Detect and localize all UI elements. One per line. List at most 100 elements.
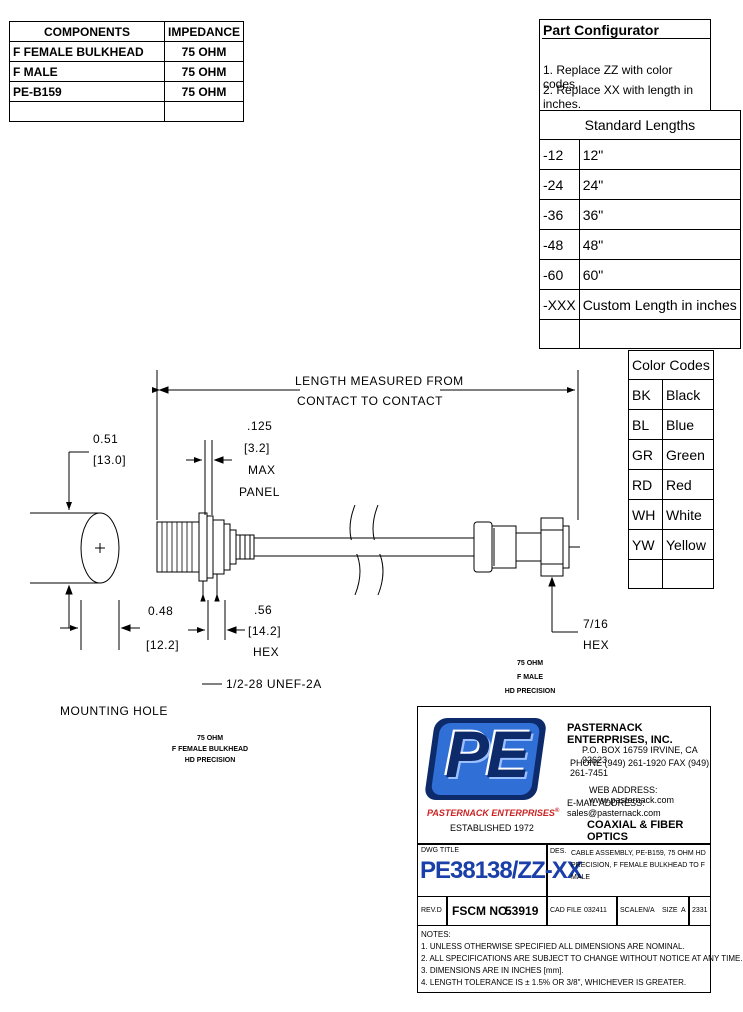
color-name: Blue: [662, 409, 714, 440]
dim-12-2: [12.2]: [146, 638, 180, 652]
rev-label: REV.D: [421, 907, 442, 914]
dim-3-2: [3.2]: [244, 441, 270, 455]
table-row: [9, 101, 245, 122]
dwg-title-label: DWG TITLE: [421, 847, 459, 854]
des-label: DES.: [550, 848, 567, 855]
color-name: White: [662, 499, 714, 530]
hex-nut: [540, 517, 564, 577]
length-label-2: CONTACT TO CONTACT: [297, 394, 443, 408]
cad-file: 032411: [584, 907, 607, 914]
cable-assembly-drawing: [30, 370, 580, 685]
logo-banner-text: PASTERNACK ENTERPRISES: [427, 808, 555, 818]
color-code: WH: [628, 499, 663, 530]
company-name: PASTERNACK ENTERPRISES, INC.: [567, 722, 673, 746]
notes: NOTES: 1. UNLESS OTHERWISE SPECIFIED ALL…: [421, 929, 743, 989]
color-name: Red: [662, 469, 714, 500]
length-code: -XXX: [539, 289, 580, 320]
right-label-line: F MALE: [516, 674, 544, 681]
left-label-line: HD PRECISION: [184, 757, 236, 764]
dim-panel: PANEL: [239, 485, 280, 499]
dim-0-48: 0.48: [148, 604, 174, 618]
color-code: BK: [628, 379, 663, 410]
logo-letters: PE: [445, 717, 530, 791]
instruction-1: 1. Replace ZZ with color codes.: [543, 63, 673, 91]
established: ESTABLISHED 1972: [450, 823, 534, 833]
part-configurator: Part Configurator 1. Replace ZZ with col…: [539, 19, 711, 111]
scale-label: SCALE: [620, 907, 643, 914]
right-label-line: HD PRECISION: [504, 688, 556, 695]
table-row: [628, 559, 714, 589]
note-item: 4. LENGTH TOLERANCE IS ± 1.5% OR 3/8", W…: [421, 978, 687, 987]
thread-spec: 1/2-28 UNEF-2A: [226, 677, 322, 691]
right-connector-label: 75 OHM F MALE HD PRECISION: [480, 657, 580, 699]
mounting-hole-label: MOUNTING HOLE: [60, 704, 168, 718]
description: CABLE ASSEMBLY, PE-B159, 75 OHM HD PRECI…: [571, 850, 706, 881]
logo-banner: PASTERNACK ENTERPRISES®: [427, 808, 559, 818]
color-code: YW: [628, 529, 663, 560]
color-code: BL: [628, 409, 663, 440]
web-address: WEB ADDRESS: www.pasternack.com: [589, 785, 675, 805]
dim-hex-2: HEX: [583, 638, 610, 652]
left-connector-label: 75 OHM F FEMALE BULKHEAD HD PRECISION: [150, 733, 270, 766]
color-code: RD: [628, 469, 663, 500]
note-item: 2. ALL SPECIFICATIONS ARE SUBJECT TO CHA…: [421, 954, 743, 963]
dim-125: .125: [247, 419, 273, 433]
length-label-1: LENGTH MEASURED FROM: [295, 374, 464, 388]
length-value: 60": [578, 259, 741, 290]
dim-hex: HEX: [253, 645, 280, 659]
dim-13-0: [13.0]: [93, 453, 127, 467]
registered-mark: ®: [554, 808, 560, 814]
notes-title: NOTES:: [421, 930, 451, 939]
length-value: 36": [578, 199, 741, 230]
instruction-2: 2. Replace XX with length in inches.: [543, 83, 694, 111]
sheet-number: 2331: [692, 907, 708, 914]
color-name: Green: [662, 439, 714, 470]
dim-56: .56: [254, 603, 273, 617]
note-item: 1. UNLESS OTHERWISE SPECIFIED ALL DIMENS…: [421, 942, 685, 951]
configurator-title: Part Configurator: [543, 22, 659, 38]
lengths-title: Standard Lengths: [539, 110, 741, 140]
length-value: Custom Length in inches: [578, 289, 741, 320]
bulkhead-threaded-body: [156, 521, 200, 573]
impedance-cell: 75 OHM: [163, 61, 245, 82]
scale-value: N/A: [643, 907, 655, 914]
left-label-line: F FEMALE BULKHEAD: [171, 746, 249, 753]
pe-logo-icon: [425, 718, 546, 816]
dwg-title: PE38138/ZZ-XX: [420, 857, 583, 884]
dim-max: MAX: [248, 463, 276, 477]
length-value: [578, 319, 741, 349]
cad-file-label: CAD FILE: [550, 907, 582, 914]
table-row: [539, 319, 741, 349]
size-label: SIZE: [662, 907, 678, 914]
fscm-number: 53919: [505, 904, 539, 918]
size-value: A: [681, 907, 686, 914]
length-value: 24": [578, 169, 741, 200]
dim-7-16: 7/16: [583, 617, 609, 631]
fscm-label: FSCM NO.: [452, 904, 511, 918]
components-table: COMPONENTS IMPEDANCE F FEMALE BULKHEAD 7…: [9, 21, 245, 122]
component-cell: F MALE: [9, 61, 165, 82]
logo-area: PE PASTERNACK ENTERPRISES® ESTABLISHED 1…: [417, 706, 559, 843]
address-line-2: PHONE (949) 261-1920 FAX (949) 261-7451: [570, 758, 710, 778]
title-block: [417, 706, 711, 993]
impedance-cell: [163, 101, 245, 122]
note-item: 3. DIMENSIONS ARE IN INCHES [mm].: [421, 966, 564, 975]
color-name: Black: [662, 379, 714, 410]
tagline: COAXIAL & FIBER OPTICS: [587, 819, 684, 843]
email-address: E-MAIL ADDRESS: sales@pasternack.com: [567, 798, 661, 818]
color-name: [662, 559, 714, 589]
male-connector-boot: [473, 521, 493, 573]
color-code: [628, 559, 663, 589]
left-label-line: 75 OHM: [196, 735, 224, 742]
right-label-line: 75 OHM: [516, 660, 544, 667]
